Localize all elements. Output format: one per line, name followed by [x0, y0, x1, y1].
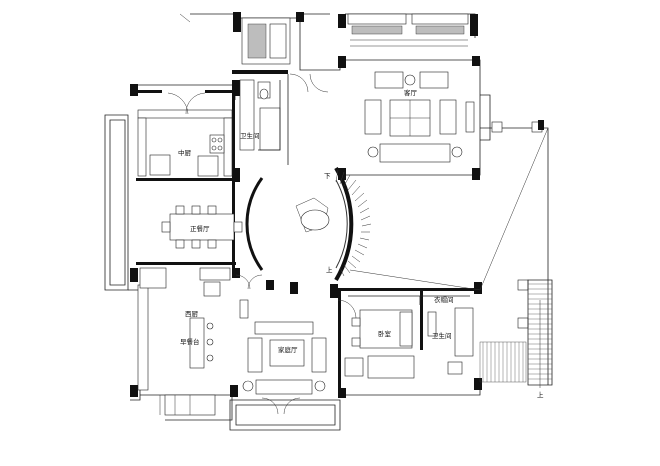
room-label-bath-upper: 卫生间	[240, 131, 260, 140]
formal-dining: 正餐厅	[161, 205, 243, 281]
room-label-kitchen: 中厨	[178, 148, 192, 157]
room-label-bath-lower: 卫生间	[432, 331, 452, 340]
kitchen: 中厨	[137, 92, 233, 177]
bedroom-suite: 卧室 衣帽间 卫生间	[344, 295, 474, 379]
living-room: 客厅	[364, 71, 491, 163]
upper-bathroom: 卫生间	[239, 73, 329, 165]
western-kitchen: 西厨 早餐台	[137, 267, 221, 416]
room-label-living: 客厅	[404, 88, 418, 97]
family-room: 家庭厅	[239, 299, 327, 395]
room-label-closet: 衣帽间	[434, 295, 454, 304]
room-label-breakfast: 早餐台	[180, 337, 200, 346]
stair-down-mark: 下	[324, 172, 331, 180]
room-label-western-kitchen: 西厨	[185, 310, 199, 318]
room-label-family: 家庭厅	[278, 345, 298, 354]
stair-up-mark: 上	[326, 265, 333, 274]
exterior-stair-up-mark: 上	[537, 390, 544, 399]
walls	[130, 12, 482, 398]
room-label-bedroom: 卧室	[378, 329, 392, 338]
exterior-terrace: 上	[349, 120, 553, 399]
door-swings	[159, 274, 357, 415]
room-label-formal-dining: 正餐厅	[190, 224, 210, 233]
curved-stair: 下 上	[245, 166, 372, 282]
top-planters	[179, 13, 469, 65]
